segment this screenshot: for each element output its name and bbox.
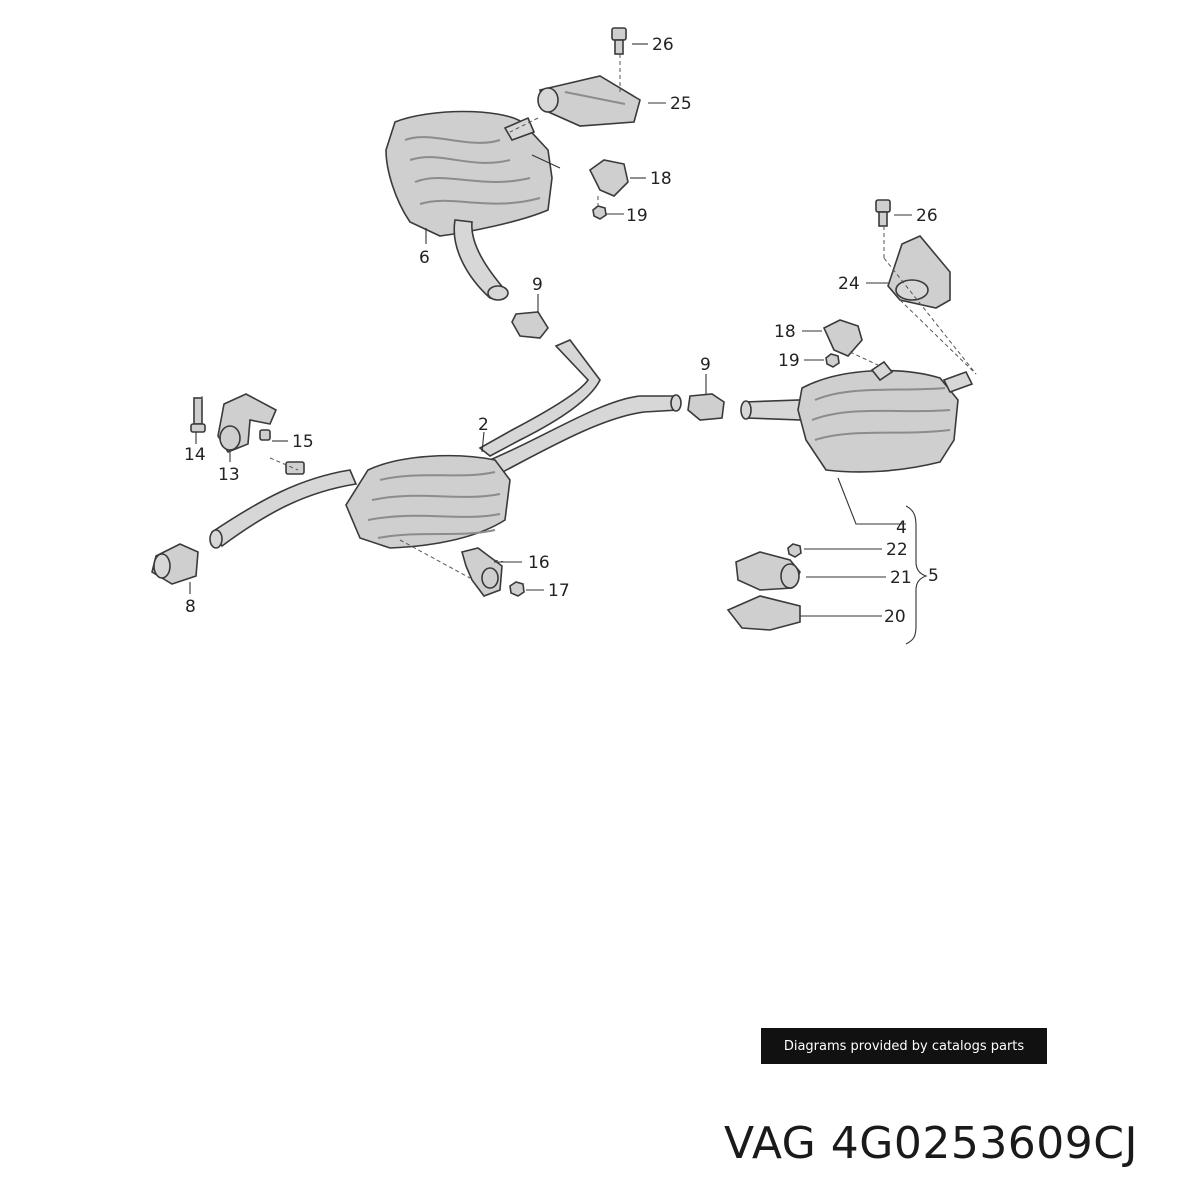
callout-20: 20 [884,607,906,627]
assembly-lines [201,54,977,579]
bolt-26-right [875,199,891,227]
callout-19-right: 19 [778,351,800,371]
nut-19-top [592,205,607,220]
bracket-18-top [588,159,629,197]
callout-2: 2 [478,415,489,435]
hanger-13 [217,393,278,453]
callout-21: 21 [890,568,912,588]
leader-lines [189,43,928,645]
front-pipe [209,469,358,549]
callout-15: 15 [292,432,314,452]
clamp-9-upper [511,311,549,339]
clamp-8 [151,543,199,585]
callout-26-right: 26 [916,206,938,226]
bolt-26-top [611,27,627,55]
callout-26-top: 26 [652,35,674,55]
stud-bracket [285,461,305,475]
callout-13: 13 [218,465,240,485]
callout-17: 17 [548,581,570,601]
nut-19-right [825,353,840,368]
rear-silencer-left [385,110,561,301]
part-number: VAG 4G0253609CJ [724,1118,1138,1169]
callouts: 26 25 18 19 6 9 26 24 18 19 9 2 14 15 13… [184,35,939,627]
credit-badge: Diagrams provided by catalogs parts [761,1028,1047,1064]
callout-8: 8 [185,597,196,617]
nut-22 [787,543,802,558]
callout-5: 5 [928,566,939,586]
bracket-16 [461,547,503,597]
credit-text: Diagrams provided by catalogs parts [783,1038,1025,1054]
actuator-plate-20 [726,595,801,631]
tailpipe-trim-25 [537,75,641,127]
callout-22: 22 [886,540,908,560]
callout-18-top: 18 [650,169,672,189]
callout-24: 24 [838,274,860,294]
callout-4: 4 [896,518,907,538]
nut-17 [509,581,525,597]
callout-18-right: 18 [774,322,796,342]
callout-9-upper: 9 [532,275,543,295]
rear-silencer-right [740,360,974,473]
tailpipe-trim-24 [887,235,951,309]
bolt-14 [190,397,206,433]
callout-25: 25 [670,94,692,114]
callout-16: 16 [528,553,550,573]
actuator-21 [735,551,801,591]
callout-19-top: 19 [626,206,648,226]
bracket-18-right [822,319,863,357]
center-silencer [345,454,511,549]
callout-9-right: 9 [700,355,711,375]
y-pipe [478,339,682,478]
bolt-15 [259,429,271,441]
callout-6: 6 [419,248,430,268]
clamp-9-right [687,393,725,421]
callout-14: 14 [184,445,206,465]
